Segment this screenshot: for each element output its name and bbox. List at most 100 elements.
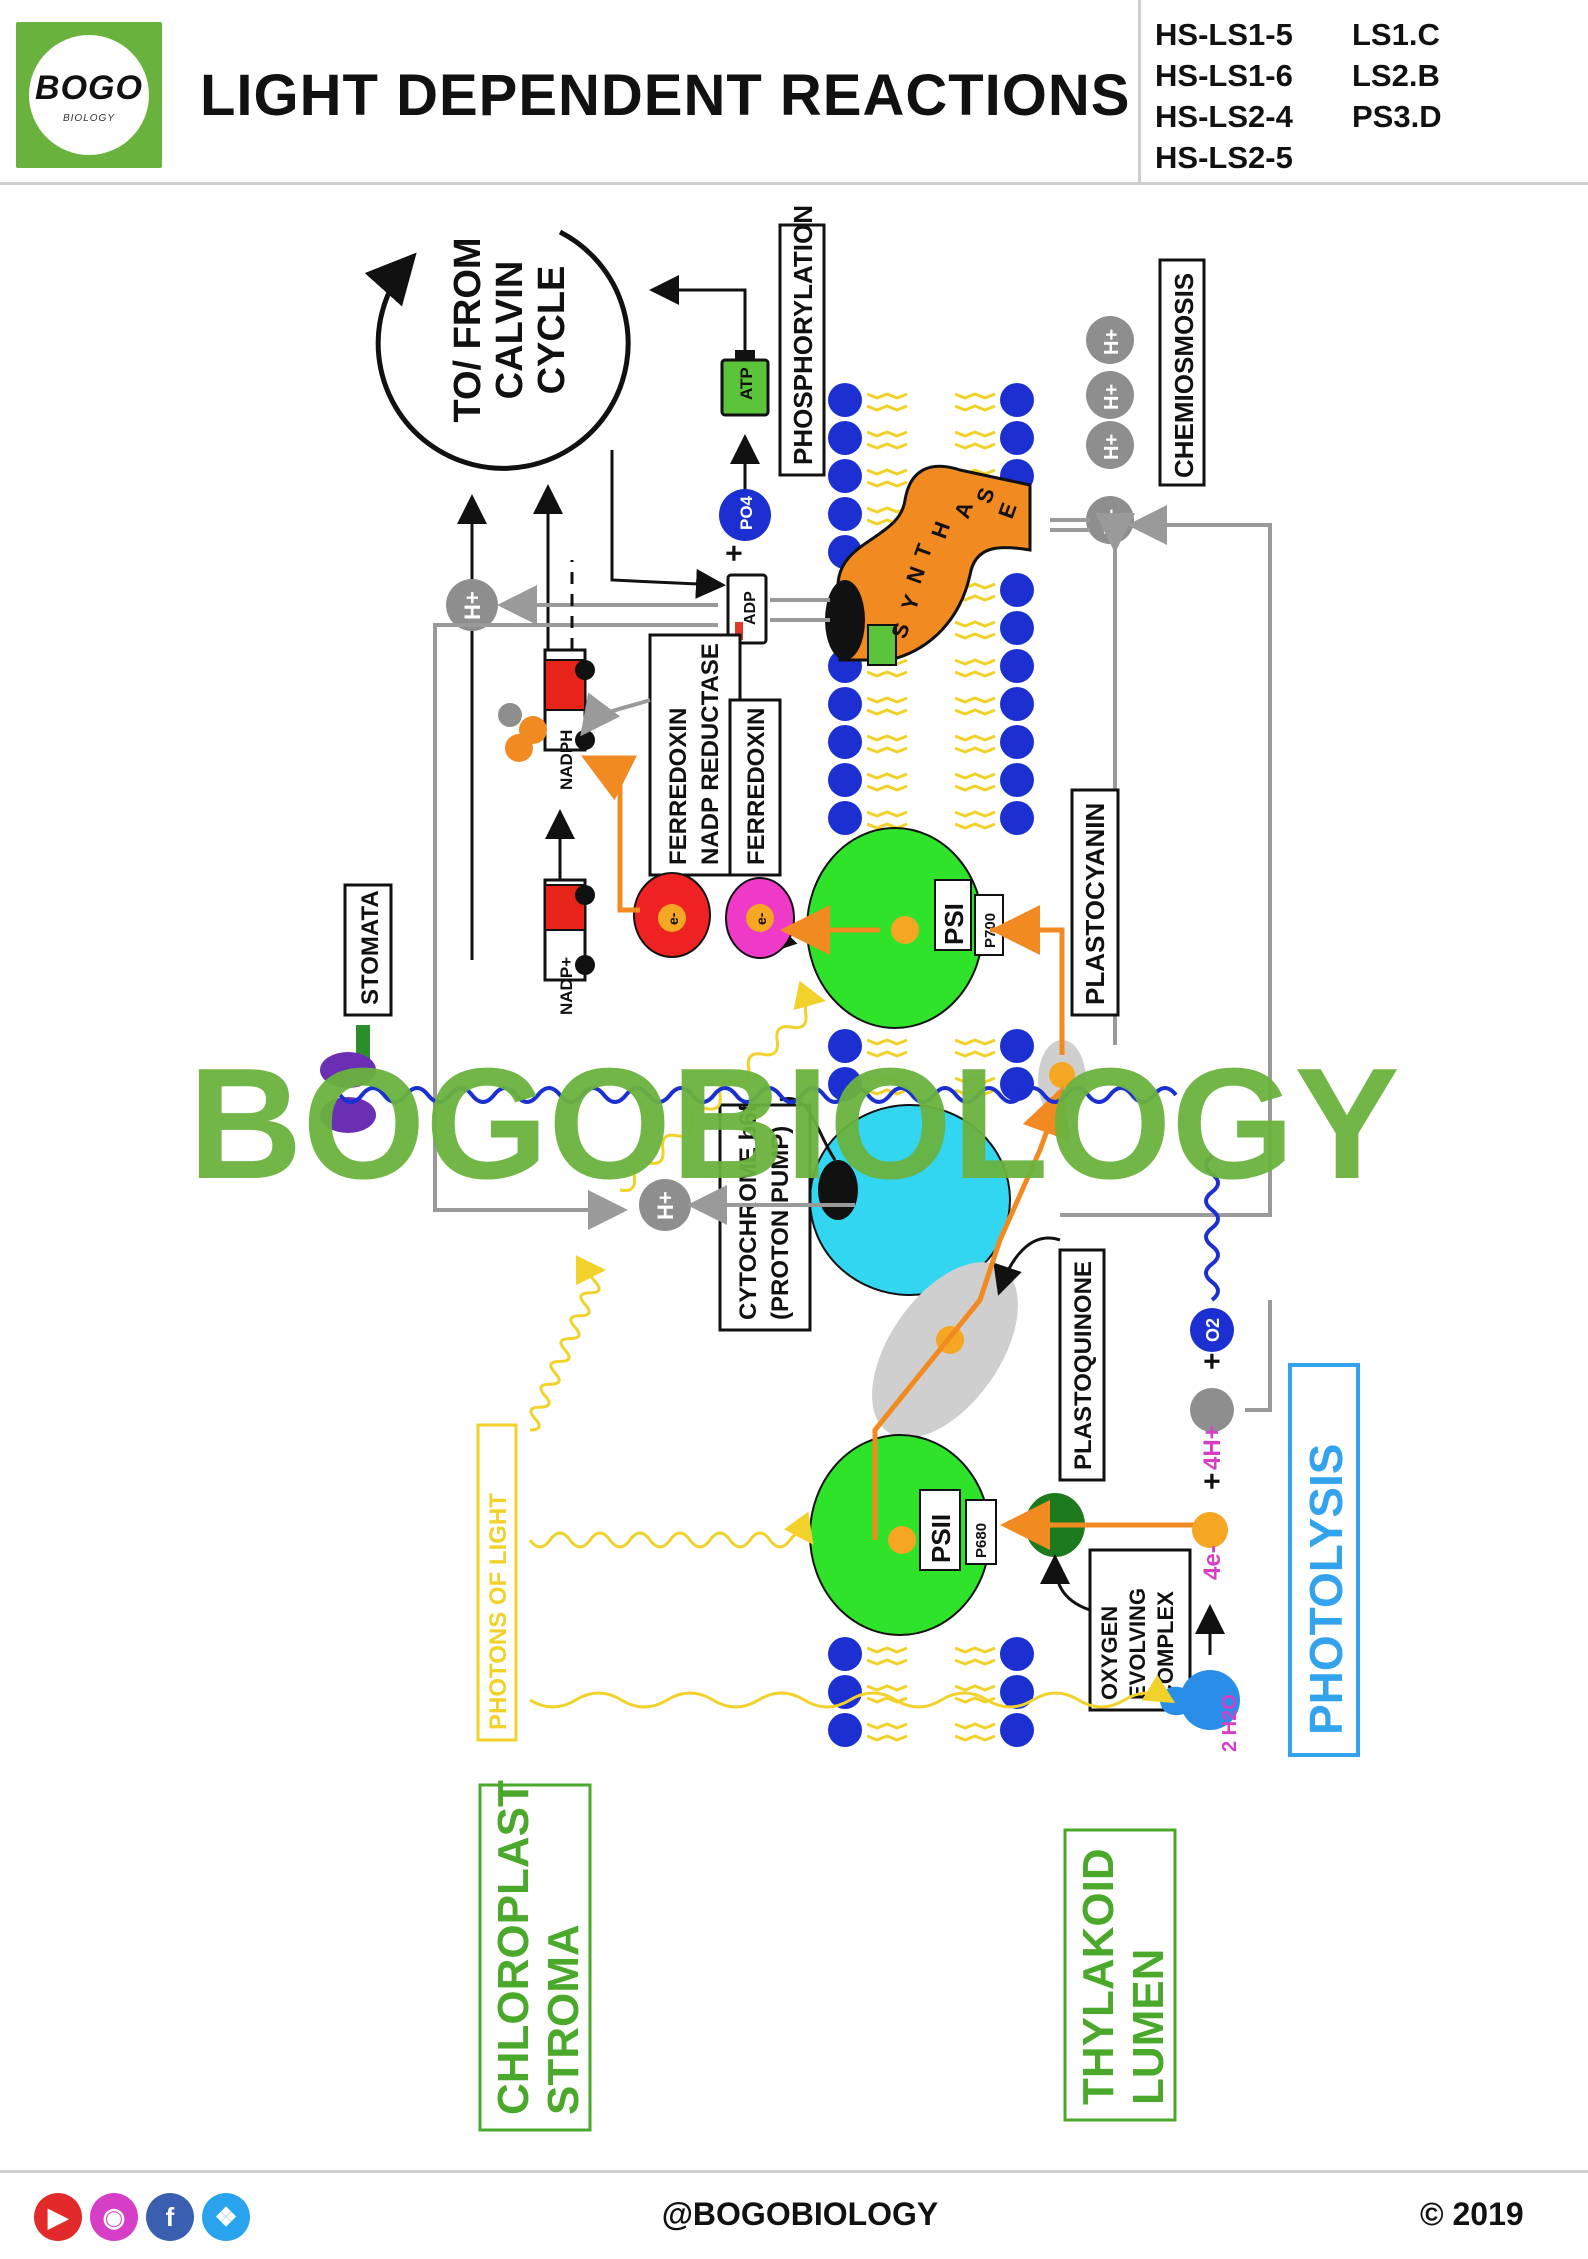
- four-electrons: 4e-: [1192, 1512, 1228, 1580]
- lipid-head: [828, 459, 862, 493]
- photolysis-label: PHOTOLYSIS: [1288, 1363, 1360, 1757]
- lipid-tail: [954, 1076, 996, 1084]
- lipid-tail: [954, 734, 996, 742]
- atp-to-calvin-arrow: [649, 275, 747, 360]
- svg-text:OXYGEN: OXYGEN: [1097, 1606, 1122, 1700]
- lipid-tail: [954, 1658, 996, 1666]
- photon-wave: [528, 1511, 814, 1549]
- twitter-icon[interactable]: ❖: [202, 2193, 250, 2241]
- lipid-tail: [866, 784, 908, 792]
- svg-text:EVOLVING: EVOLVING: [1125, 1588, 1150, 1700]
- watermark: BOGOBIOLOGY: [188, 1036, 1399, 1212]
- ferredoxin-reductase-label: FERREDOXIN NADP REDUCTASE: [648, 633, 742, 877]
- header-rule: [0, 182, 1588, 185]
- lipid-head: [1000, 611, 1034, 645]
- lipid-head: [828, 801, 862, 835]
- stomata-protein: [320, 1025, 376, 1133]
- calvin-to-adp-arrow: [610, 450, 726, 599]
- lipid-head: [1000, 421, 1034, 455]
- lipid-tail: [954, 430, 996, 438]
- svg-text:PHOTOLYSIS: PHOTOLYSIS: [1300, 1444, 1352, 1735]
- svg-text:+: +: [1196, 1352, 1229, 1370]
- lipid-head: [828, 1637, 862, 1671]
- lipid-tail: [954, 1038, 996, 1046]
- atp-label: ATP: [737, 367, 756, 400]
- psii-label: PSII: [926, 1514, 956, 1563]
- four-protons: 4H+: [1190, 1388, 1234, 1470]
- nadp-carrier: NADP+: [543, 878, 595, 1015]
- electron: e-: [746, 904, 774, 932]
- electron: [1049, 1062, 1075, 1088]
- calvin-cycle-arrow: [364, 229, 631, 471]
- lipid-head: [828, 687, 862, 721]
- lipid-head: [828, 1713, 862, 1747]
- header-divider: [1138, 0, 1141, 185]
- lipid-head: [828, 1067, 862, 1101]
- footer-handle[interactable]: @BOGOBIOLOGY: [661, 2196, 939, 2232]
- hplus-label: H+: [1101, 384, 1123, 410]
- hplus-ion: [1086, 421, 1134, 469]
- lipid-tail: [954, 1722, 996, 1730]
- standard-code: PS3.D: [1352, 99, 1442, 134]
- svg-text:FERREDOXIN: FERREDOXIN: [665, 708, 692, 865]
- atp-battery: ATP: [720, 350, 770, 417]
- stomata-label: STOMATA: [343, 883, 393, 1017]
- lipid-tail: [954, 1088, 996, 1096]
- logo-circle: BOGO BIOLOGY: [29, 35, 149, 155]
- svg-text:CHEMIOSMOSIS: CHEMIOSMOSIS: [1169, 273, 1199, 478]
- photon-wave: [529, 1674, 1176, 1709]
- electron-path: [872, 1085, 1070, 1540]
- electron: e-: [658, 904, 686, 932]
- p680-label: P680: [973, 1523, 990, 1558]
- lipid-tail: [954, 1734, 996, 1742]
- lipid-tail: [866, 822, 908, 830]
- lipid-tail: [954, 632, 996, 640]
- lumen-proton-line: [1060, 505, 1272, 1217]
- instagram-icon[interactable]: ◉: [90, 2193, 138, 2241]
- lipid-head: [1000, 1029, 1034, 1063]
- lipid-head: [1000, 1675, 1034, 1709]
- calvin-label: CALVIN: [489, 261, 531, 400]
- hplus-label: H+: [1101, 509, 1123, 535]
- lipid-head: [1000, 687, 1034, 721]
- hplus-ion: [1086, 371, 1134, 419]
- svg-text:PHOTONS OF LIGHT: PHOTONS OF LIGHT: [485, 1493, 512, 1730]
- svg-text:THYLAKOID: THYLAKOID: [1074, 1848, 1123, 2105]
- lipid-head: [828, 383, 862, 417]
- lipid-tail: [866, 810, 908, 818]
- light-reactions-diagram: TO/ FROM CALVIN CYCLE ATP PO4 + ADP PHOS…: [188, 205, 1400, 2132]
- water-drop: 2 H2O: [1160, 1670, 1241, 1752]
- standards-column-2: LS1.C LS2.B PS3.D: [1352, 14, 1442, 137]
- lipid-tail: [866, 1088, 908, 1096]
- svg-text:STOMATA: STOMATA: [357, 890, 384, 1005]
- lipid-tail: [866, 746, 908, 754]
- lipid-tail: [866, 1734, 908, 1742]
- svg-text:4H+: 4H+: [1199, 1425, 1226, 1470]
- hplus-ion: H+: [639, 1179, 691, 1231]
- lipid-tail: [866, 734, 908, 742]
- standards-column-1: HS-LS1-5 HS-LS1-6 HS-LS2-4 HS-LS2-5: [1155, 14, 1293, 178]
- lipid-tail: [866, 1050, 908, 1058]
- lipid-tail: [866, 670, 908, 678]
- oxygen-molecule: O2: [1190, 1308, 1234, 1352]
- page-title: LIGHT DEPENDENT REACTIONS: [200, 63, 1131, 128]
- lipid-tail: [954, 404, 996, 412]
- facebook-icon[interactable]: f: [146, 2193, 194, 2241]
- plastocyanin-label: PLASTOCYANIN: [1070, 788, 1120, 1017]
- svg-text:CYTOCHROME b6f: CYTOCHROME b6f: [735, 1103, 762, 1320]
- lipid-tail: [866, 1722, 908, 1730]
- svg-text:+: +: [1196, 1472, 1229, 1490]
- lipid-tail: [954, 772, 996, 780]
- svg-text:PLASTOQUINONE: PLASTOQUINONE: [1070, 1261, 1097, 1470]
- po4-label: PO4: [737, 495, 756, 530]
- calvin-cycle: TO/ FROM CALVIN CYCLE: [364, 229, 631, 471]
- lipid-head: [828, 1029, 862, 1063]
- youtube-icon[interactable]: ▶: [34, 2193, 82, 2241]
- lipid-head: [1000, 763, 1034, 797]
- header: BOGO BIOLOGY LIGHT DEPENDENT REACTIONS H…: [0, 0, 1588, 185]
- calvin-label: CYCLE: [531, 266, 573, 395]
- svg-text:e-: e-: [753, 912, 769, 925]
- standard-code: HS-LS1-5: [1155, 17, 1293, 52]
- adp-label: ADP: [742, 591, 759, 625]
- lipid-tail: [866, 696, 908, 704]
